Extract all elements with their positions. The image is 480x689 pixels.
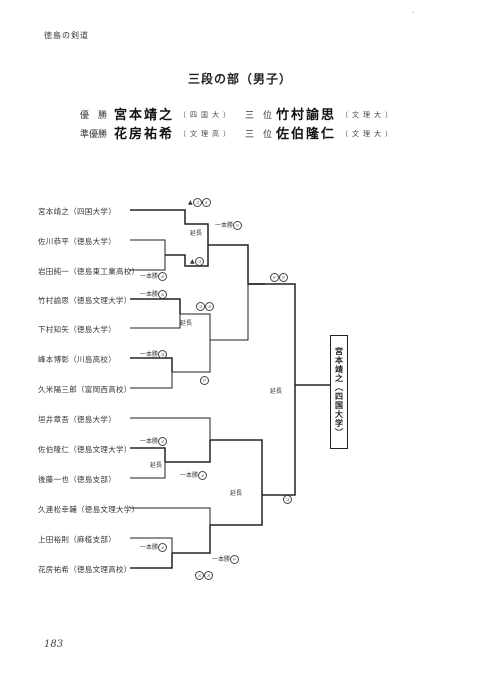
player-13: 花房祐希（徳島文理高校） (38, 565, 132, 574)
player-7: 久米陽三郎（富岡西高校） (38, 385, 132, 394)
corner-mark: - (412, 9, 415, 16)
player-1: 宮本靖之（四国大学） (38, 207, 116, 216)
player-3: 岩田純一（徳島東工業高校） (38, 267, 140, 276)
annotation-ippon-8: 一本勝ド (212, 554, 240, 564)
annotation-ippon-5: 一本勝メ (140, 436, 168, 446)
player-11: 久連松幸輔（徳島文理大学） (38, 505, 140, 514)
runner-up-school: （文理高） (179, 130, 234, 138)
third1-name: 竹村諭思 (276, 108, 337, 123)
annotation-semi-marks: ドド (270, 273, 288, 282)
player-8: 垣井章吾（徳島大学） (38, 415, 116, 424)
annotation-ippon-6: 一本勝メ (180, 470, 208, 480)
annotation-enchou-final: 延長 (270, 388, 283, 395)
annotation-ippon-1: 一本勝ド (215, 220, 243, 230)
winner-name: 宮本靖之 (114, 108, 175, 123)
player-2: 佐川恭平（徳島大学） (38, 237, 116, 246)
annotation-p4-marks: コメ (196, 302, 214, 311)
page-title: 三段の部（男子） (187, 72, 292, 86)
annotation-p1-marks: ▲コメ (188, 198, 211, 207)
player-6: 峰本博彰（川島高校） (38, 355, 116, 364)
third1-label: 三 位 (245, 111, 273, 121)
annotation-p7-mark: ド (200, 376, 209, 385)
page-number: 183 (44, 639, 64, 650)
annotation-ippon-3: 一本勝メ (140, 289, 168, 299)
player-10: 後藤一也（徳島支部） (38, 475, 116, 484)
third2-name: 佐伯隆仁 (276, 127, 337, 142)
player-5: 下村知矢（徳島大学） (38, 325, 116, 334)
winner-school: （四国大） (179, 111, 234, 119)
annotation-p3-marks: ▲コ (190, 257, 204, 266)
third2-label: 三 位 (245, 130, 273, 140)
third2-school: （文理大） (341, 130, 396, 138)
runner-up-name: 花房祐希 (114, 127, 175, 142)
annotation-enchou-3: 延長 (150, 462, 163, 469)
player-9: 佐伯隆仁（徳島文理大学） (38, 445, 132, 454)
annotation-ippon-7: 一本勝メ (140, 542, 168, 552)
annotation-enchou-4: 延長 (230, 490, 243, 497)
player-4: 竹村諭思（徳島文理大学） (38, 296, 132, 305)
winner-label: 優 勝 (80, 111, 108, 121)
runner-up-label: 準優勝 (80, 130, 108, 140)
annotation-ippon-4: 一本勝コ (140, 349, 168, 359)
player-12: 上田裕則（麻植支部） (38, 535, 116, 544)
third1-school: （文理大） (341, 111, 396, 119)
running-header: 徳島の剣道 (44, 31, 89, 40)
annotation-enchou-1: 延長 (190, 230, 203, 237)
annotation-semi2-mark: コ (283, 495, 292, 504)
annotation-ippon-2: 一本勝メ (140, 271, 168, 281)
annotation-p13-marks: メメ (195, 571, 213, 580)
annotation-enchou-2: 延長 (180, 320, 193, 327)
champion-box: 宮本靖之（四国大学） (330, 335, 348, 449)
